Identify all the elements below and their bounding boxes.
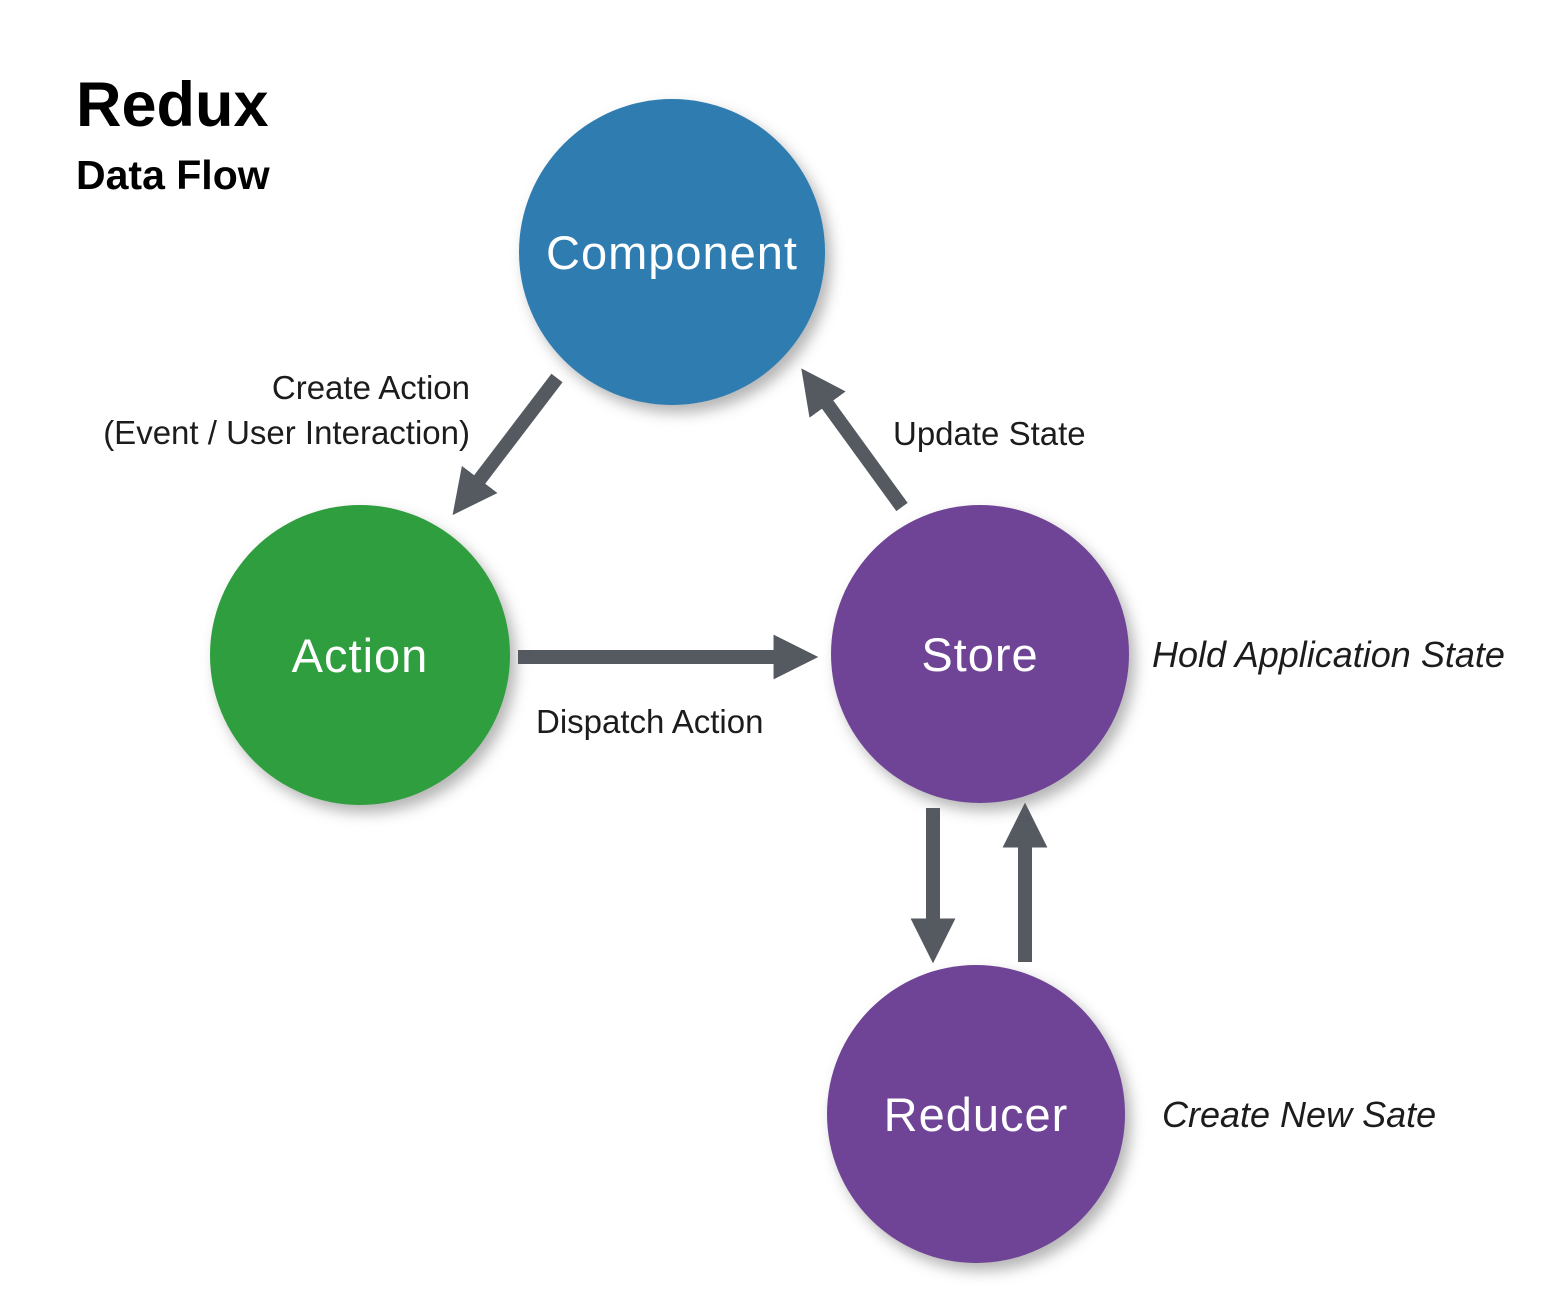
node-action-label: Action [291, 628, 429, 682]
node-action: Action [210, 505, 510, 805]
reducer-annotation: Create New Sate [1162, 1094, 1437, 1135]
node-component: Component [519, 99, 825, 405]
update-state-label: Update State [893, 415, 1086, 452]
create-action-label: Create Action (Event / User Interaction) [60, 366, 470, 456]
diagram-title: Redux [76, 70, 269, 140]
arrow-store-to-component [801, 368, 908, 512]
node-reducer-label: Reducer [883, 1087, 1069, 1141]
arrow-component-to-action [452, 373, 563, 516]
diagram-subtitle: Data Flow [76, 152, 270, 199]
title-block: Redux Data Flow [76, 72, 270, 199]
create-action-label-line1: Create Action [271, 369, 470, 406]
node-reducer: Reducer [827, 965, 1125, 1263]
store-annotation: Hold Application State [1152, 634, 1505, 675]
node-component-label: Component [546, 225, 798, 279]
create-action-label-line2: (Event / User Interaction) [103, 413, 470, 451]
node-store-label: Store [921, 627, 1039, 681]
node-store: Store [831, 505, 1129, 803]
dispatch-action-label: Dispatch Action [536, 703, 764, 740]
